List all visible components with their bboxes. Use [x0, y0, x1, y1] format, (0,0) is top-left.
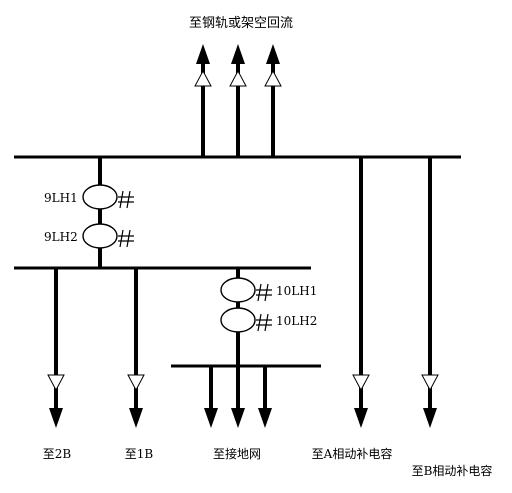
ct-9lh2: 9LH2	[44, 223, 134, 249]
feeder-2b-triangle	[47, 374, 65, 392]
ct-9lh2-hash-icon	[118, 229, 134, 248]
feeder-b-comp-arrowhead	[423, 408, 437, 428]
ground-arrowhead-1	[204, 408, 218, 428]
ground-arrowhead-2	[231, 408, 245, 428]
ct-10lh1-hash-icon	[256, 283, 272, 302]
up-arrowhead-1	[196, 44, 210, 64]
upward-feeders	[194, 44, 282, 157]
ground-arrowhead-3	[258, 408, 272, 428]
feeder-b-comp	[421, 157, 439, 428]
ct-10lh2-label: 10LH2	[276, 314, 317, 328]
label-to-b-comp: 至B相动补电容	[412, 463, 493, 478]
ct-9lh1: 9LH1	[44, 184, 134, 210]
feeder-b-comp-triangle	[421, 374, 439, 392]
label-to-a-comp: 至A相动补电容	[312, 446, 393, 461]
ct-10lh1-label: 10LH1	[276, 284, 317, 298]
ct-10lh2-icon	[220, 307, 256, 333]
feeder-a-comp-arrowhead	[354, 408, 368, 428]
label-to-ground-grid: 至接地网	[213, 446, 261, 461]
ground-feeders	[204, 366, 272, 428]
ct-10lh2: 10LH2	[220, 307, 317, 333]
label-to-1b: 至1B	[125, 447, 154, 461]
up-arrowhead-3	[266, 44, 280, 64]
feeder-2b-arrowhead	[49, 408, 63, 428]
feeder-1b-triangle	[127, 374, 145, 392]
ct-10lh1-icon	[220, 277, 256, 303]
up-triangle-3	[264, 69, 282, 87]
feeder-a-comp	[352, 157, 370, 428]
top-return-label: 至钢轨或架空回流	[189, 16, 293, 31]
feeder-2b	[47, 268, 65, 428]
up-triangle-2	[229, 69, 247, 87]
ct-10lh2-hash-icon	[256, 313, 272, 332]
ct-9lh1-icon	[82, 184, 118, 210]
feeder-a-comp-triangle	[352, 374, 370, 392]
ct-9lh1-label: 9LH1	[44, 191, 78, 205]
ct-9lh1-hash-icon	[118, 190, 134, 209]
ct-10lh1: 10LH1	[220, 277, 317, 303]
up-arrowhead-2	[231, 44, 245, 64]
up-triangle-1	[194, 69, 212, 87]
feeder-1b-arrowhead	[129, 408, 143, 428]
feeder-1b	[127, 268, 145, 428]
ct-9lh2-label: 9LH2	[44, 230, 78, 244]
ct-9lh2-icon	[82, 223, 118, 249]
label-to-2b: 至2B	[43, 447, 72, 461]
